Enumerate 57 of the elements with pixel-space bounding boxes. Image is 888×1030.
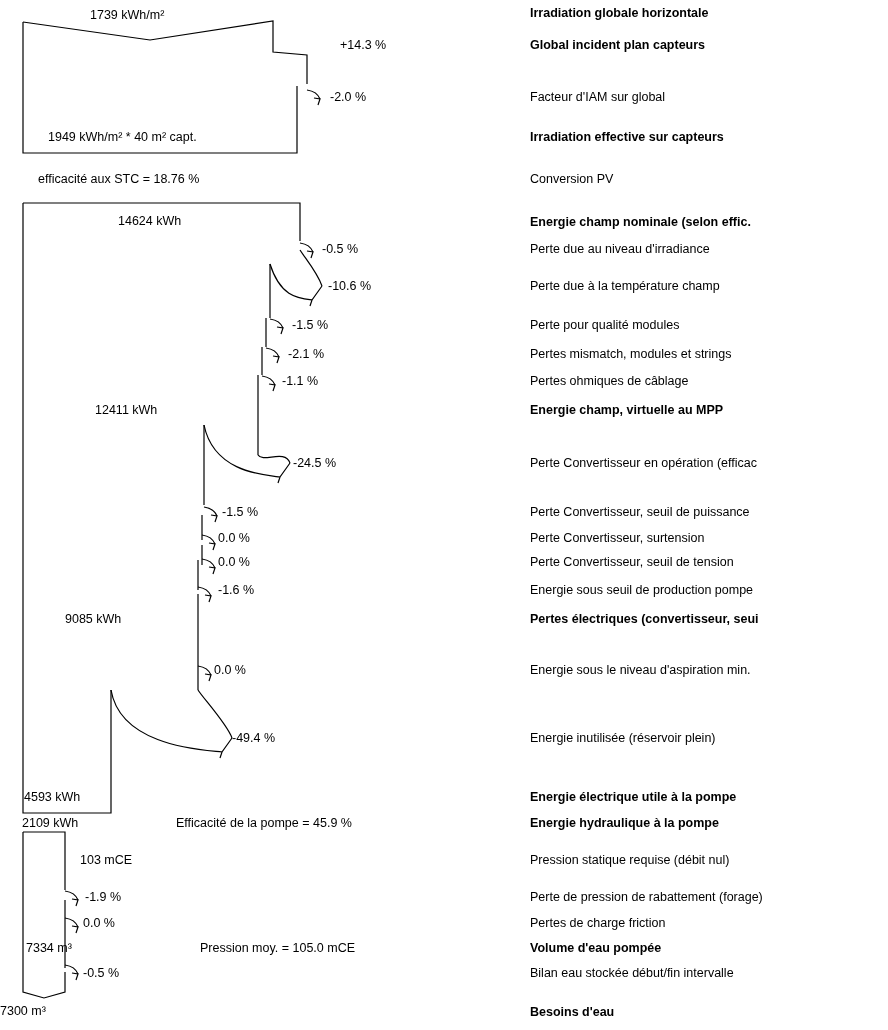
loss-percentage: -2.0 % bbox=[330, 90, 367, 104]
row-description: Irradiation globale horizontale bbox=[530, 6, 709, 20]
row-description: Global incident plan capteurs bbox=[530, 38, 706, 52]
energy-value: 2109 kWh bbox=[22, 816, 79, 830]
row-description: Energie champ, virtuelle au MPP bbox=[530, 403, 724, 417]
row-description: Perte Convertisseur, seuil de puissance bbox=[530, 505, 750, 519]
row-description: Perte Convertisseur, surtension bbox=[530, 531, 705, 545]
energy-value: 12411 kWh bbox=[95, 403, 158, 417]
row-description: Perte de pression de rabattement (forage) bbox=[530, 890, 763, 904]
efficiency-note: efficacité aux STC = 18.76 % bbox=[38, 172, 200, 186]
row-description: Facteur d'IAM sur global bbox=[530, 90, 666, 104]
loss-percentage: -1.5 % bbox=[222, 505, 259, 519]
energy-value: 14624 kWh bbox=[118, 214, 182, 228]
loss-percentage: -1.9 % bbox=[85, 890, 122, 904]
row-description: Perte pour qualité modules bbox=[530, 318, 680, 332]
energy-value: 1739 kWh/m² bbox=[90, 8, 165, 22]
row-description: Conversion PV bbox=[530, 172, 614, 186]
loss-percentage: -1.5 % bbox=[292, 318, 329, 332]
row-description: Energie hydraulique à la pompe bbox=[530, 816, 719, 830]
row-description: Volume d'eau pompée bbox=[530, 941, 662, 955]
row-description: Pertes ohmiques de câblage bbox=[530, 374, 689, 388]
row-description: Perte due au niveau d'irradiance bbox=[530, 242, 710, 256]
row-description: Energie champ nominale (selon effic. bbox=[530, 215, 751, 229]
row-description: Perte due à la température champ bbox=[530, 279, 720, 293]
loss-percentage: +14.3 % bbox=[340, 38, 387, 52]
row-description: Bilan eau stockée début/fin intervalle bbox=[530, 966, 734, 980]
loss-percentage: 0.0 % bbox=[214, 663, 246, 677]
row-description: Besoins d'eau bbox=[530, 1005, 615, 1019]
efficiency-note: Efficacité de la pompe = 45.9 % bbox=[176, 816, 352, 830]
loss-percentage: -10.6 % bbox=[328, 279, 372, 293]
row-description: Pertes de charge friction bbox=[530, 916, 666, 930]
loss-percentage: -2.1 % bbox=[288, 347, 325, 361]
loss-percentage: -49.4 % bbox=[232, 731, 276, 745]
row-description: Energie électrique utile à la pompe bbox=[530, 790, 737, 804]
row-description: Energie sous le niveau d'aspiration min. bbox=[530, 663, 751, 677]
loss-percentage: -24.5 % bbox=[293, 456, 337, 470]
loss-percentage: 0.0 % bbox=[218, 531, 250, 545]
energy-value: 1949 kWh/m² * 40 m² capt. bbox=[48, 130, 197, 144]
energy-value: 9085 kWh bbox=[65, 612, 122, 626]
loss-percentage: -1.1 % bbox=[282, 374, 319, 388]
loss-percentage: -0.5 % bbox=[322, 242, 359, 256]
row-description: Irradiation effective sur capteurs bbox=[530, 130, 724, 144]
loss-percentage: -1.6 % bbox=[218, 583, 255, 597]
loss-percentage: -0.5 % bbox=[83, 966, 120, 980]
energy-value: 7300 m³ bbox=[0, 1004, 46, 1018]
row-description: Perte Convertisseur, seuil de tension bbox=[530, 555, 734, 569]
efficiency-note: Pression moy. = 105.0 mCE bbox=[200, 941, 356, 955]
row-description: Pression statique requise (débit nul) bbox=[530, 853, 730, 867]
energy-value: 4593 kWh bbox=[24, 790, 81, 804]
row-description: Energie inutilisée (réservoir plein) bbox=[530, 731, 716, 745]
loss-percentage: 0.0 % bbox=[218, 555, 250, 569]
row-description: Pertes électriques (convertisseur, seui bbox=[530, 612, 759, 626]
loss-percentage: 0.0 % bbox=[83, 916, 115, 930]
row-description: Pertes mismatch, modules et strings bbox=[530, 347, 732, 361]
row-description: Perte Convertisseur en opération (efficac bbox=[530, 456, 757, 470]
energy-value: 103 mCE bbox=[80, 853, 133, 867]
row-description: Energie sous seuil de production pompe bbox=[530, 583, 754, 597]
